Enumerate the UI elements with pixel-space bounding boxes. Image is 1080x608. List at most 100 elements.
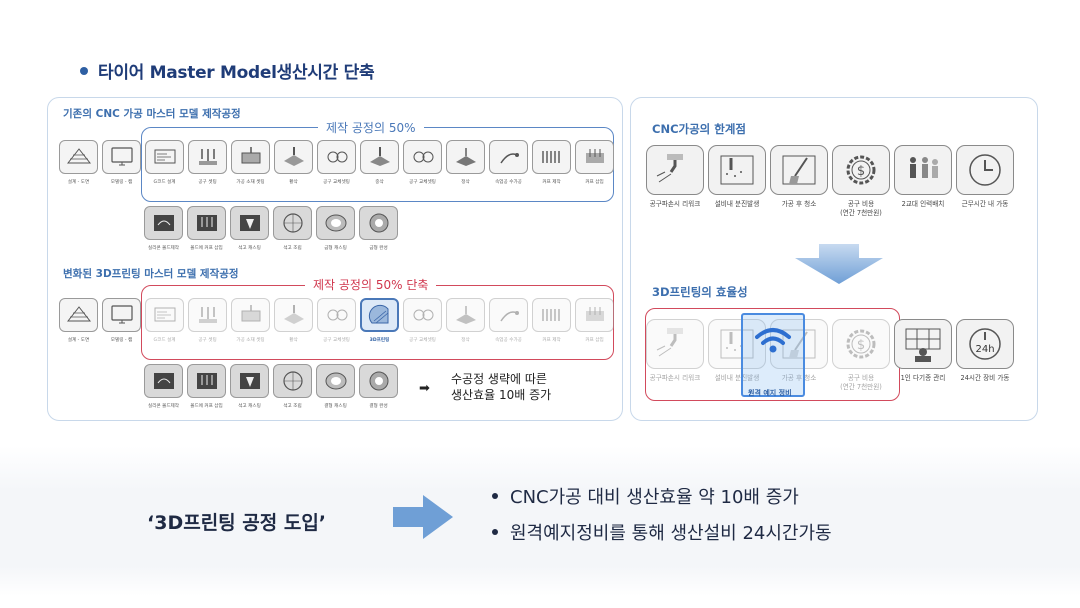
process-step-label: 결형 완성 [369,404,388,409]
process-step-label: 모델링 - 캠 [110,338,133,343]
feature-card: 설비내 분진발생 [708,145,766,217]
summary-intro: ‘3D프린팅 공정 도입’ [147,512,327,534]
process-step-label: 석고 캐스팅 [238,404,261,409]
kerf-icon [532,140,571,174]
process-step: 황삭 [274,140,313,185]
process-step-label: 모델링 - 캠 [110,180,133,185]
feature-label: 근무시간 내 가동 [962,200,1009,209]
silicone-mold-icon [144,364,183,398]
feature-label-line2: (연간 7천만원) [840,382,882,391]
process-step-label: 공구 교체셋팅 [323,180,350,185]
material-setting-icon [231,298,270,332]
feature-label-line1: 2교대 인력배치 [901,200,945,208]
process-step: 석고 캐스팅 [230,206,269,251]
process-step: 가공 소재 셋팅 [231,140,270,185]
cleaning-icon [770,319,828,369]
process-step: 모델링 - 캠 [102,298,141,343]
tool-setting-icon [188,298,227,332]
tire-mold-icon [359,364,398,398]
process-step-label: 커프 삽입 [585,338,604,343]
feature-label-line1: 공구파손시 리워크 [649,374,701,382]
remote-maintenance-label: 원격 예지 정비 [748,389,792,397]
process-step: 커프 제작 [532,140,571,185]
feature-card: 가공 후 청소 [770,145,828,217]
process-step: 공구 교체셋팅 [317,140,356,185]
summary-bullets: CNC가공 대비 생산효율 약 10배 증가 원격예지정비를 통해 생산설비 2… [492,483,832,555]
right-arrow-icon: ➡ [419,381,430,396]
clock-24h-label: 24h [975,344,994,355]
process-step: G코드 설계 [145,298,184,343]
process-step-label: 공구 교체셋팅 [409,338,436,343]
process-step: 실리콘 몰드제작 [144,364,183,409]
process-step-label: 정삭 [461,180,470,185]
feature-label: 설비내 분진발생 [715,374,760,383]
hand-work-icon [489,140,528,174]
process-step: 금형 완성 [359,206,398,251]
3d-efficiency-title: 3D프린팅의 효율성 [652,285,748,299]
feature-label-line1: 공구 비용 [847,200,875,208]
process-step: 모델링 - 캠 [102,140,141,185]
tool-change-icon [317,298,356,332]
dust-icon [708,145,766,195]
feature-label-line1: 가공 후 청소 [781,200,817,208]
svg-text:$: $ [857,338,865,353]
process-step-label: G코드 설계 [153,180,176,185]
note-line1: 수공정 생략에 따른 [451,372,547,386]
summary-bullet: CNC가공 대비 생산효율 약 10배 증가 [492,483,832,509]
tool-setting-icon [188,140,227,174]
summary-arrow-icon [393,495,453,539]
process-step: 3D프린팅 [360,298,399,343]
process-step-label: 석고 캐스팅 [238,246,261,251]
plaster-assembly-icon [273,364,312,398]
feature-label: 가공 후 청소 [782,374,817,383]
bullet-dot [80,66,88,75]
finish-cut-icon [446,298,485,332]
feature-label-line1: 1인 다기종 관리 [900,374,946,382]
feature-card: 설비내 분진발생 [708,319,766,391]
feature-label-line1: 24시간 장비 가동 [960,374,1010,382]
process-step-label: 공구 셋팅 [198,338,217,343]
process-step-label: 금형 완성 [369,246,388,251]
process-step-label: 몰드에 커프 삽입 [190,246,223,251]
process-step: 공구 교체셋팅 [403,140,442,185]
tool-change-icon [403,298,442,332]
process-step-label: 3D프린팅 [369,338,390,343]
feature-label: 가공 후 청소 [782,200,817,209]
process-step-label: 중삭 [375,180,384,185]
drawing-icon [59,140,98,174]
process-step: 정삭 [446,140,485,185]
process-step: 공구 셋팅 [188,140,227,185]
old-process-title: 기존의 CNC 가공 마스터 모델 제작공정 [63,108,241,120]
die-cast-icon [316,364,355,398]
process-step: 설계 - 도면 [59,298,98,343]
process-step: 금형 캐스팅 [316,206,355,251]
process-step: 황삭 [274,298,313,343]
broken-tool-icon [646,145,704,195]
kerf-icon [532,298,571,332]
process-step-label: 커프 제작 [542,338,561,343]
silicone-mold-icon [144,206,183,240]
process-step-label: 석고 조립 [283,404,302,409]
clock-icon [956,145,1014,195]
kerf-insert-icon [575,298,614,332]
remote-maintenance-overlay [741,313,805,397]
process-step: 커프 삽입 [575,298,614,343]
cleaning-icon [770,145,828,195]
cnc-limits-title: CNC가공의 한계점 [652,122,746,136]
feature-card: 24h 24시간 장비 가동 [956,319,1014,391]
process-step-label: 설계 - 도면 [67,338,90,343]
drawing-icon [59,298,98,332]
printer-3d-icon [360,298,399,332]
feature-label-line1: 공구파손시 리워크 [649,200,701,208]
process-step-label: 황삭 [289,180,298,185]
monitor-icon [102,140,141,174]
down-arrow-icon [795,244,883,284]
rough-cut-icon [274,140,313,174]
efficiency-note: 수공정 생략에 따른 생산효율 10배 증가 [451,372,551,403]
process-step: 석고 캐스팅 [230,364,269,409]
feature-label: 2교대 인력배치 [902,200,945,209]
feature-label-line2: (연간 7천만원) [840,208,882,217]
process-step-label: G코드 설계 [153,338,176,343]
process-step: 실리콘 몰드제작 [144,206,183,251]
